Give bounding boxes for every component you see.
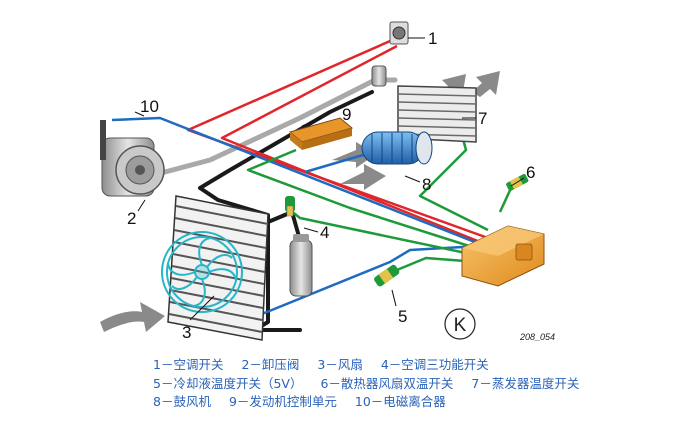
condenser-fins — [168, 205, 269, 333]
legend-item: 10－电磁离合器 — [354, 394, 446, 409]
legend: 1－空调开关 2－卸压阀 3－风扇 4－空调三功能开关 5－冷却液温度开关（5V… — [153, 356, 593, 412]
compressor-bracket — [100, 120, 106, 160]
fan-ring — [161, 231, 243, 313]
callout-1: 1 — [428, 29, 437, 48]
legend-item: 6－散热器风扇双温开关 — [320, 375, 454, 391]
legend-row: 8－鼓风机 9－发动机控制单元 10－电磁离合器 — [153, 393, 593, 412]
fan — [161, 231, 243, 313]
airflow-arrow-evap-2 — [472, 71, 500, 97]
callout-8: 8 — [422, 175, 431, 194]
legend-row: 1－空调开关 2－卸压阀 3－风扇 4－空调三功能开关 — [153, 356, 593, 375]
receiver-drier-body — [289, 239, 313, 297]
ac-switch — [389, 21, 409, 45]
engine-control-unit — [288, 117, 354, 150]
compressor-symbol: K — [444, 308, 476, 340]
wire-green-5 — [391, 256, 479, 274]
legend-item: 7－蒸发器温度开关 — [471, 375, 580, 391]
legend-item: 1－空调开关 — [153, 357, 224, 372]
blower-drum — [361, 131, 425, 165]
callout-4: 4 — [320, 223, 329, 242]
legend-row: 5－冷却液温度开关（5V） 6－散热器风扇双温开关 7－蒸发器温度开关 — [153, 375, 593, 394]
callout-6: 6 — [526, 163, 535, 182]
fan-hub — [194, 264, 210, 280]
airflow-arrow-condenser — [100, 302, 165, 332]
receiver-drier — [289, 234, 313, 297]
legend-item: 4－空调三功能开关 — [380, 357, 489, 372]
wire-green-2 — [289, 209, 481, 258]
callout-7: 7 — [478, 109, 487, 128]
callout-9: 9 — [342, 105, 351, 124]
blower — [361, 131, 433, 165]
callout-3: 3 — [182, 323, 191, 342]
callout-5: 5 — [398, 307, 407, 326]
condenser — [161, 195, 269, 341]
fan-blades — [167, 237, 237, 307]
wire-red-2 — [220, 44, 491, 248]
figure-code: 208_054 — [519, 332, 555, 342]
expansion-valve — [371, 65, 387, 87]
legend-item: 3－风扇 — [317, 357, 363, 372]
legend-item: 5－冷却液温度开关（5V） — [153, 375, 303, 391]
wire-blue-1 — [111, 116, 496, 252]
compressor-symbol-label: K — [454, 315, 467, 336]
triple-function-switch — [285, 196, 295, 217]
ac-switch-knob — [392, 26, 406, 40]
callout-10: 10 — [140, 97, 159, 116]
compressor-with-clutch — [100, 120, 165, 197]
callout-numbers: 1 2 3 4 5 6 7 8 9 10 — [127, 29, 535, 342]
legend-item: 9－发动机控制单元 — [228, 394, 337, 409]
coolant-temperature-switch — [374, 264, 400, 287]
legend-item: 2－卸压阀 — [241, 357, 300, 372]
leader-lines — [134, 37, 525, 321]
fan-control-module — [461, 225, 545, 287]
callout-2: 2 — [127, 209, 136, 228]
wiring — [111, 36, 514, 316]
legend-item: 8－鼓风机 — [153, 394, 211, 409]
airflow-arrow-blower-2 — [340, 164, 386, 190]
evaporator — [371, 65, 477, 143]
wire-green-1 — [246, 148, 489, 254]
